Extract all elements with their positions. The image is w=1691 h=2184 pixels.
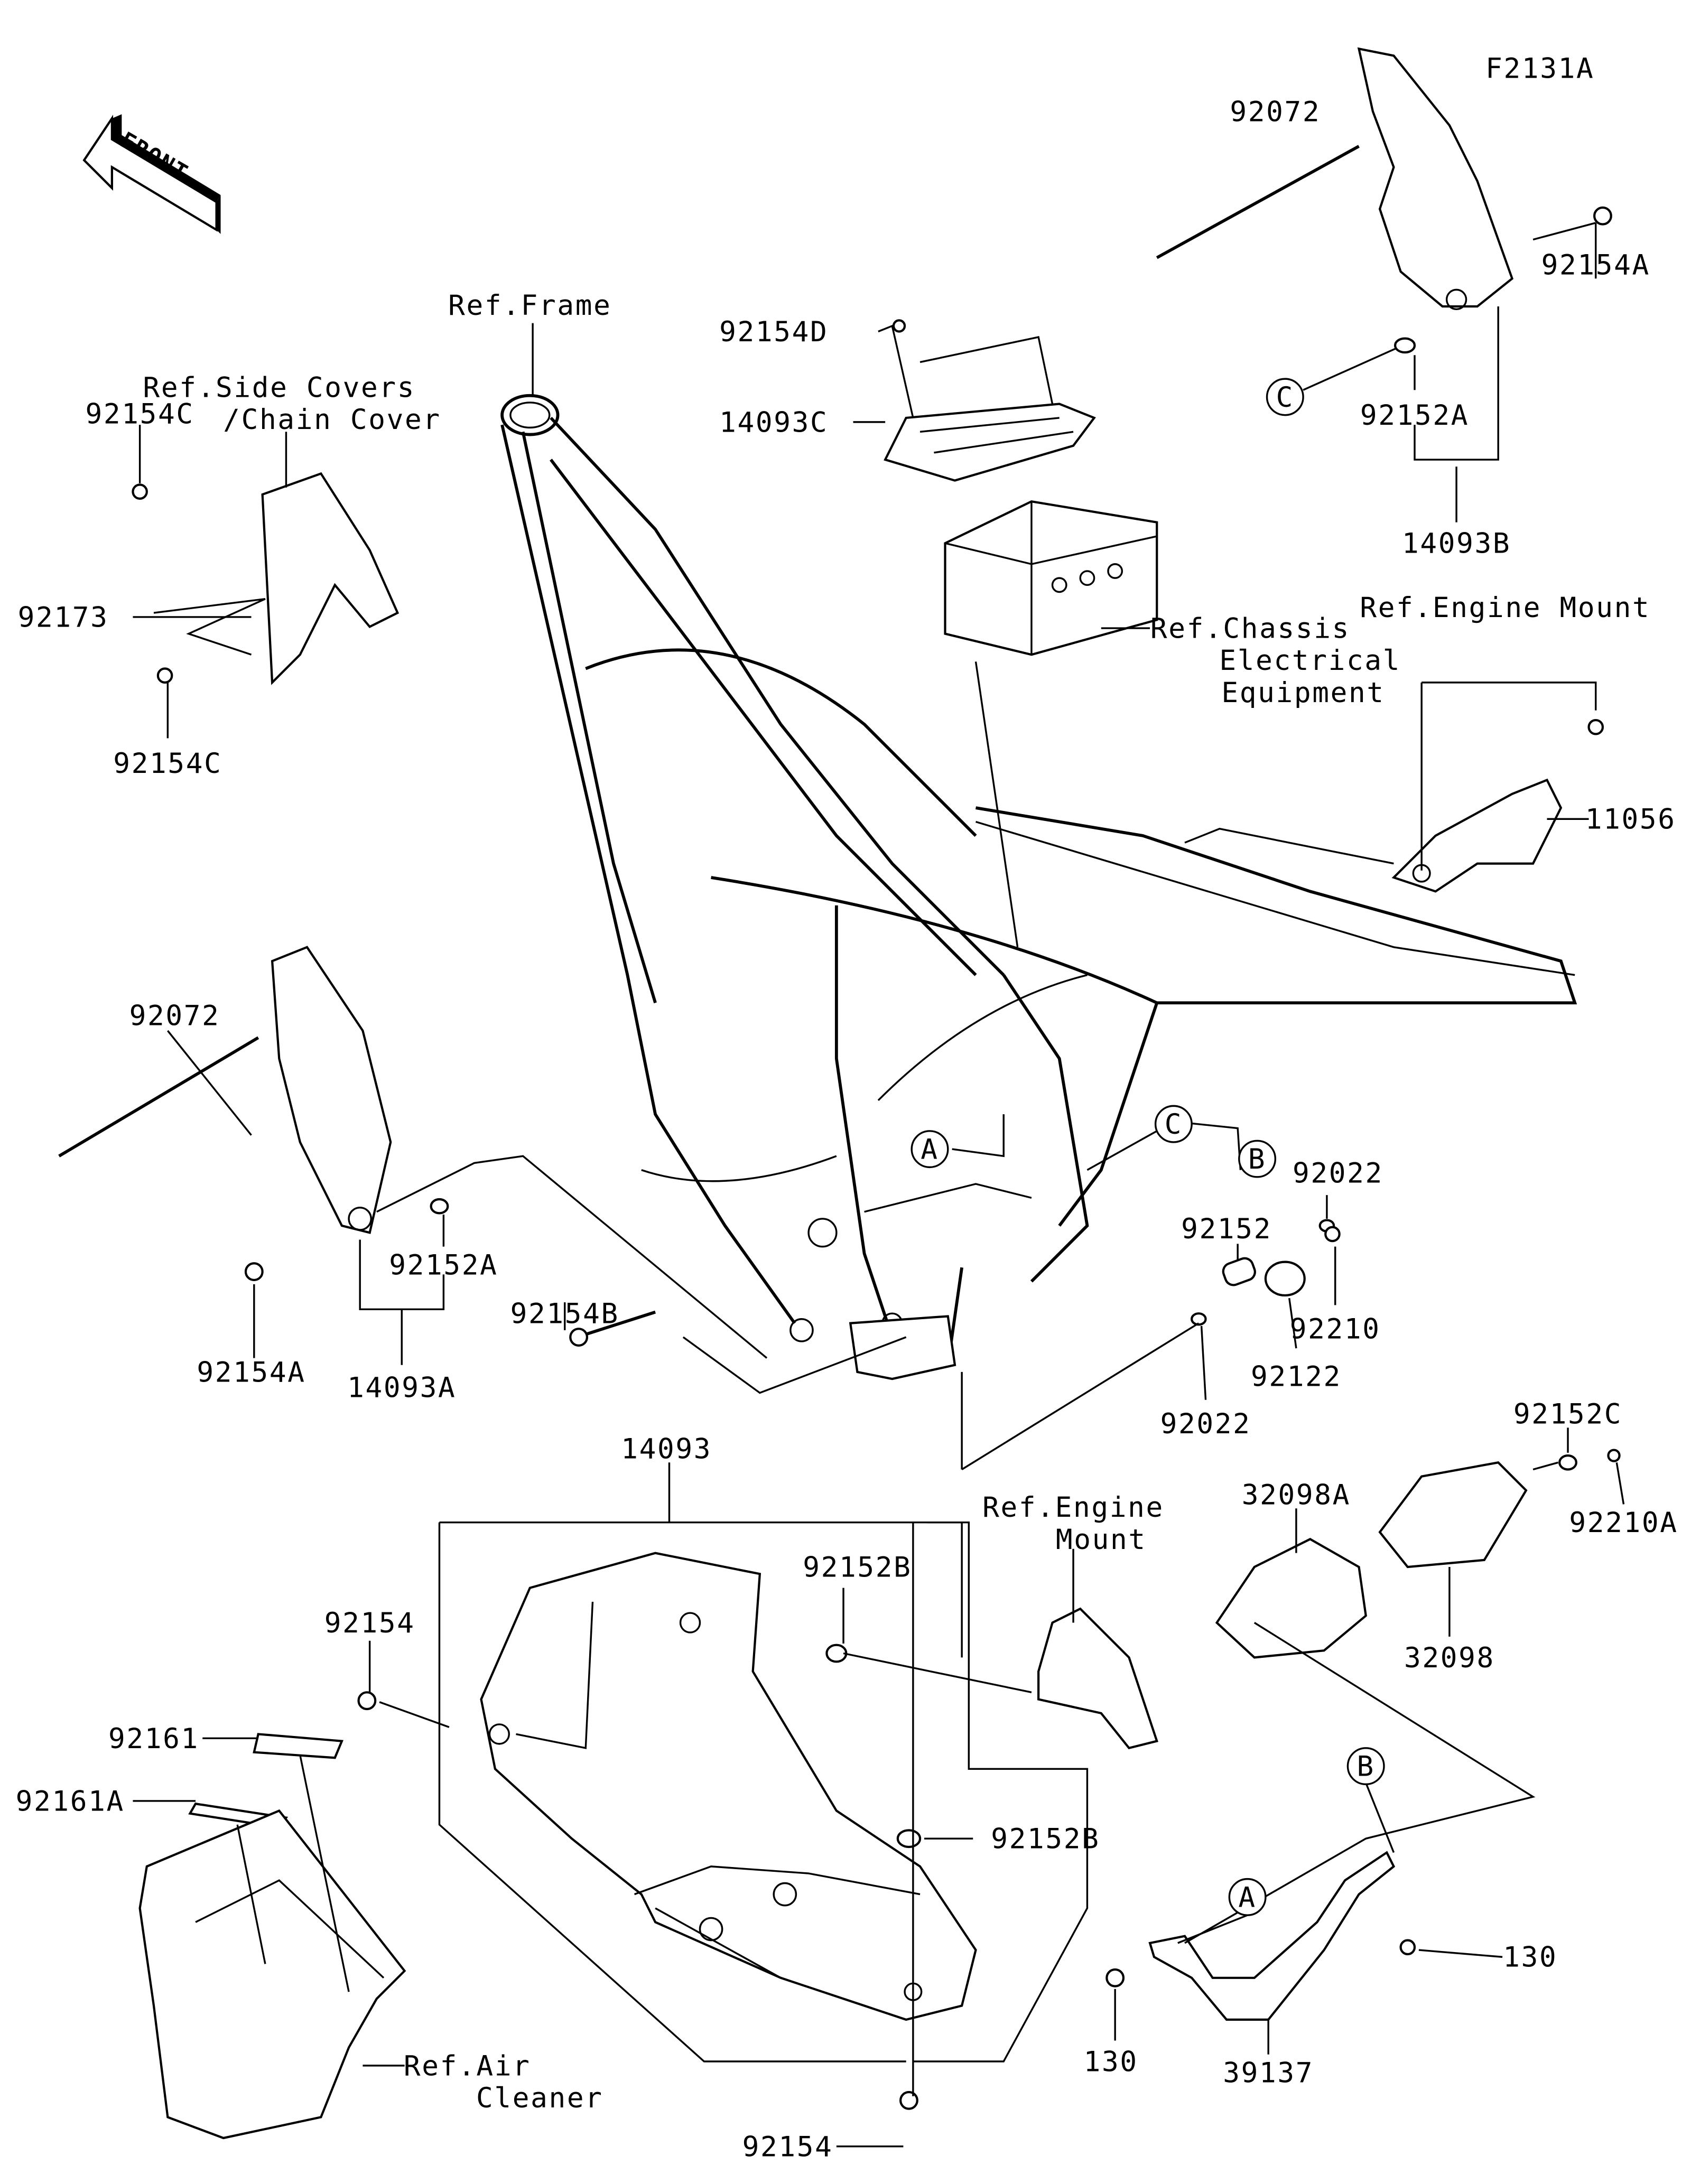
part-label[interactable]: 11056 [1585, 804, 1676, 836]
leader-lines [133, 222, 1625, 2148]
part-label[interactable]: 92152B [803, 1551, 912, 1583]
part-label[interactable]: 92072 [129, 1000, 220, 1032]
callout-b-frame: B [1238, 1140, 1277, 1178]
part-label[interactable]: 130 [1084, 2046, 1138, 2078]
svg-text:B: B [1357, 1751, 1375, 1783]
part-label[interactable]: 92022 [1160, 1408, 1251, 1440]
part-label[interactable]: 92152A [389, 1249, 498, 1281]
callout-c-top: C [1266, 378, 1304, 416]
ref-label[interactable]: Ref.Engine Mount [1360, 592, 1650, 624]
part-label[interactable]: 92173 [18, 601, 109, 633]
part-label[interactable]: 92154C [113, 748, 222, 780]
part-label[interactable]: 14093A [347, 1371, 456, 1404]
part-label[interactable]: 92154B [510, 1298, 619, 1330]
ref-label[interactable]: Cleaner [476, 2082, 603, 2114]
part-label[interactable]: 92154C [85, 398, 194, 430]
part-label[interactable]: 32098A [1242, 1479, 1351, 1511]
ref-label[interactable]: Ref.Air [404, 2050, 531, 2082]
part-label[interactable]: 92154 [742, 2131, 833, 2163]
ref-label[interactable]: Mount [1056, 1524, 1147, 1556]
part-label[interactable]: 92154A [197, 1356, 305, 1388]
callout-a-frame: A [910, 1130, 949, 1169]
ref-label[interactable]: Equipment [1221, 677, 1385, 709]
part-label[interactable]: 39137 [1223, 2057, 1314, 2089]
part-label[interactable]: 32098 [1404, 1642, 1495, 1674]
part-label[interactable]: 14093 [621, 1433, 712, 1465]
part-label[interactable]: 92210A [1569, 1507, 1678, 1539]
ref-label[interactable]: Ref.Frame [448, 290, 611, 322]
svg-text:B: B [1248, 1143, 1266, 1175]
callout-b-bracket: B [1346, 1747, 1385, 1786]
part-label[interactable]: 92152 [1181, 1213, 1272, 1245]
front-arrow-icon: FRONT [82, 114, 221, 234]
part-label[interactable]: 92154 [324, 1607, 415, 1639]
part-label[interactable]: 14093B [1402, 528, 1511, 560]
part-label[interactable]: 92072 [1230, 96, 1321, 128]
part-label[interactable]: 92152B [991, 1823, 1100, 1855]
part-label[interactable]: 130 [1503, 1942, 1557, 1974]
part-labels: F2131A 92072 92154A 92152A 14093B Ref.Fr… [16, 53, 1678, 2163]
svg-text:C: C [1276, 381, 1294, 414]
part-label[interactable]: 92022 [1293, 1157, 1383, 1189]
callout-a-bracket: A [1228, 1878, 1267, 1916]
part-label[interactable]: 92152A [1360, 399, 1469, 432]
part-label[interactable]: 92210 [1290, 1313, 1381, 1346]
frame-drawing [500, 394, 1577, 1380]
parts-drawings [58, 47, 1621, 2140]
svg-text:A: A [1238, 1881, 1256, 1914]
ref-label[interactable]: Electrical [1219, 645, 1401, 677]
part-label[interactable]: 92154D [719, 316, 828, 348]
part-label[interactable]: 92154A [1541, 249, 1650, 281]
part-label[interactable]: 92122 [1251, 1360, 1342, 1393]
diagram-code: F2131A [1485, 53, 1594, 85]
svg-text:C: C [1165, 1108, 1183, 1141]
svg-text:A: A [921, 1134, 939, 1166]
part-label[interactable]: 92161 [108, 1723, 199, 1755]
ref-label[interactable]: Ref.Chassis [1150, 613, 1350, 645]
part-label[interactable]: 92152C [1513, 1398, 1622, 1430]
ref-label[interactable]: /Chain Cover [223, 404, 441, 436]
part-label[interactable]: 14093C [719, 406, 828, 438]
ref-label[interactable]: Ref.Engine [982, 1491, 1164, 1524]
part-label[interactable]: 92161A [16, 1785, 125, 1817]
ref-label[interactable]: Ref.Side Covers [143, 371, 415, 404]
callout-c-frame: C [1154, 1105, 1193, 1143]
